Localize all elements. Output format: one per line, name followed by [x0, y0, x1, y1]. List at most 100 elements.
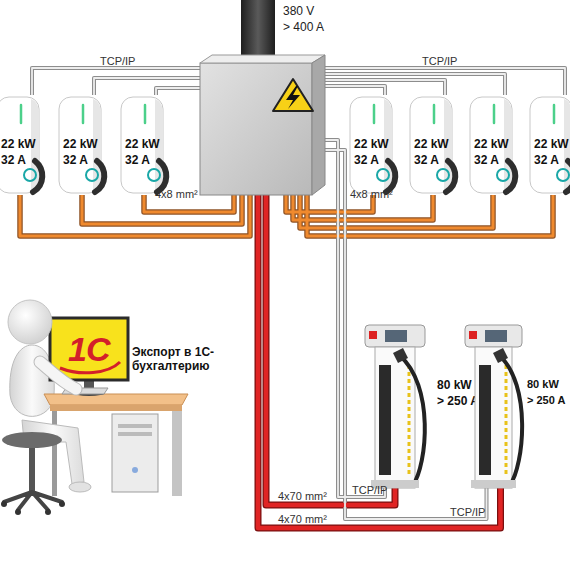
charger-holster	[506, 161, 515, 192]
data-line	[325, 68, 565, 95]
ac-charger: 22 kW32 A	[57, 95, 107, 195]
light-strip	[505, 365, 508, 475]
charger-socket	[497, 169, 509, 181]
brand-mark	[469, 331, 477, 339]
cable-section: 4x8 mm²	[350, 188, 393, 200]
charger-socket	[377, 169, 389, 181]
status-led	[553, 105, 556, 123]
power-rating: 22 kW	[414, 137, 449, 151]
power-rating: 22 kW	[125, 137, 160, 151]
export-caption: Экспорт в 1С-бухгалтерию	[132, 345, 250, 374]
current-rating: 32 A	[1, 153, 26, 167]
desk-top	[44, 394, 188, 405]
data-line	[325, 80, 445, 95]
warning-sign	[273, 79, 313, 111]
cable-outline	[325, 80, 445, 95]
brand-panel	[479, 365, 491, 475]
charging-gun	[393, 348, 408, 363]
charger-socket	[437, 169, 449, 181]
cable-outline	[325, 86, 385, 95]
ac-charger: 22 kW32 A	[468, 95, 518, 195]
status-led	[373, 105, 376, 123]
status-led	[493, 105, 496, 123]
chair-wheel	[1, 501, 7, 507]
cable-section: 4x8 mm²	[155, 188, 198, 200]
monitor-screen	[50, 318, 128, 380]
power-rating: 22 kW	[1, 137, 36, 151]
charger-body	[530, 97, 570, 193]
dc-charger: 80 kW> 250 A	[365, 325, 425, 488]
charger-body	[121, 97, 163, 193]
desk-side	[172, 411, 182, 496]
cable-label: TCP/IP	[450, 506, 485, 518]
chair-wheel	[59, 501, 65, 507]
power-cable	[300, 195, 493, 228]
status-led	[20, 105, 23, 123]
cable-outline	[156, 88, 200, 95]
supply-voltage: 380 V	[283, 4, 314, 18]
chair-wheel	[45, 509, 51, 515]
charger-body	[410, 97, 452, 193]
current-rating: 32 A	[414, 153, 439, 167]
data-line	[325, 74, 505, 95]
chair-seat	[2, 432, 62, 448]
dc-charger-shape	[465, 325, 522, 488]
charger-screen	[385, 330, 407, 342]
ac-charger: 22 kW 32 A	[0, 95, 45, 195]
supply-cable	[241, 0, 275, 58]
ac-charger: 22 kW32 A	[528, 95, 570, 195]
person-foot	[69, 482, 91, 492]
current-rating: > 250 A	[437, 394, 479, 408]
current-rating: 32 A	[474, 153, 499, 167]
drive-slot	[118, 424, 152, 428]
brand-panel	[379, 365, 391, 475]
charger-body	[0, 97, 39, 193]
power-cable	[258, 195, 501, 528]
person-torso	[10, 345, 54, 416]
data-line	[156, 88, 200, 95]
ac-charger: 22 kW 32 A	[348, 95, 398, 195]
power-rating: 22 kW	[354, 137, 389, 151]
data-line	[94, 78, 200, 95]
supply-current: > 400 A	[283, 20, 324, 34]
charger-holster	[33, 161, 42, 192]
computer-tower	[112, 414, 158, 492]
current-rating: 32 A	[125, 153, 150, 167]
cable-outline	[94, 78, 200, 95]
power-rating: 22 kW	[63, 137, 98, 151]
power-rating: 80 kW	[437, 378, 472, 392]
distribution-cabinet: 380 V> 400 A	[200, 55, 325, 195]
cable-outline	[20, 195, 250, 236]
charger-socket	[86, 169, 98, 181]
cable-outline	[325, 74, 505, 95]
dc-charger: 80 kW> 250 A	[465, 325, 522, 488]
charger-holster	[386, 161, 395, 192]
cable-label: TCP/IP	[352, 484, 387, 496]
charger-body	[470, 97, 512, 193]
chair-wheel	[15, 509, 21, 515]
cable-label: 4x70 mm²	[278, 490, 327, 502]
charger-body	[350, 97, 392, 193]
power-rating: 80 kW	[527, 378, 559, 391]
data-line	[325, 86, 385, 95]
protocol-label: TCP/IP	[100, 55, 135, 67]
chair-post	[29, 446, 35, 492]
charger-holster	[95, 161, 104, 192]
charger-holster	[446, 161, 455, 192]
distribution-cabinet-shape	[200, 55, 325, 195]
desk-edge	[50, 405, 182, 411]
ac-charger: 22 kW 32 A	[408, 95, 458, 195]
lightning-symbol	[286, 86, 300, 109]
person-legs	[22, 420, 84, 484]
charger-socket	[24, 169, 36, 181]
data-line	[32, 68, 200, 95]
status-led	[433, 105, 436, 123]
charger-base	[471, 480, 516, 488]
status-led	[82, 105, 85, 123]
cable-outline	[325, 68, 565, 95]
power-button	[132, 467, 138, 473]
desk-leg	[52, 411, 57, 496]
current-rating: 32 A	[354, 153, 379, 167]
cabinet-top	[200, 55, 325, 63]
